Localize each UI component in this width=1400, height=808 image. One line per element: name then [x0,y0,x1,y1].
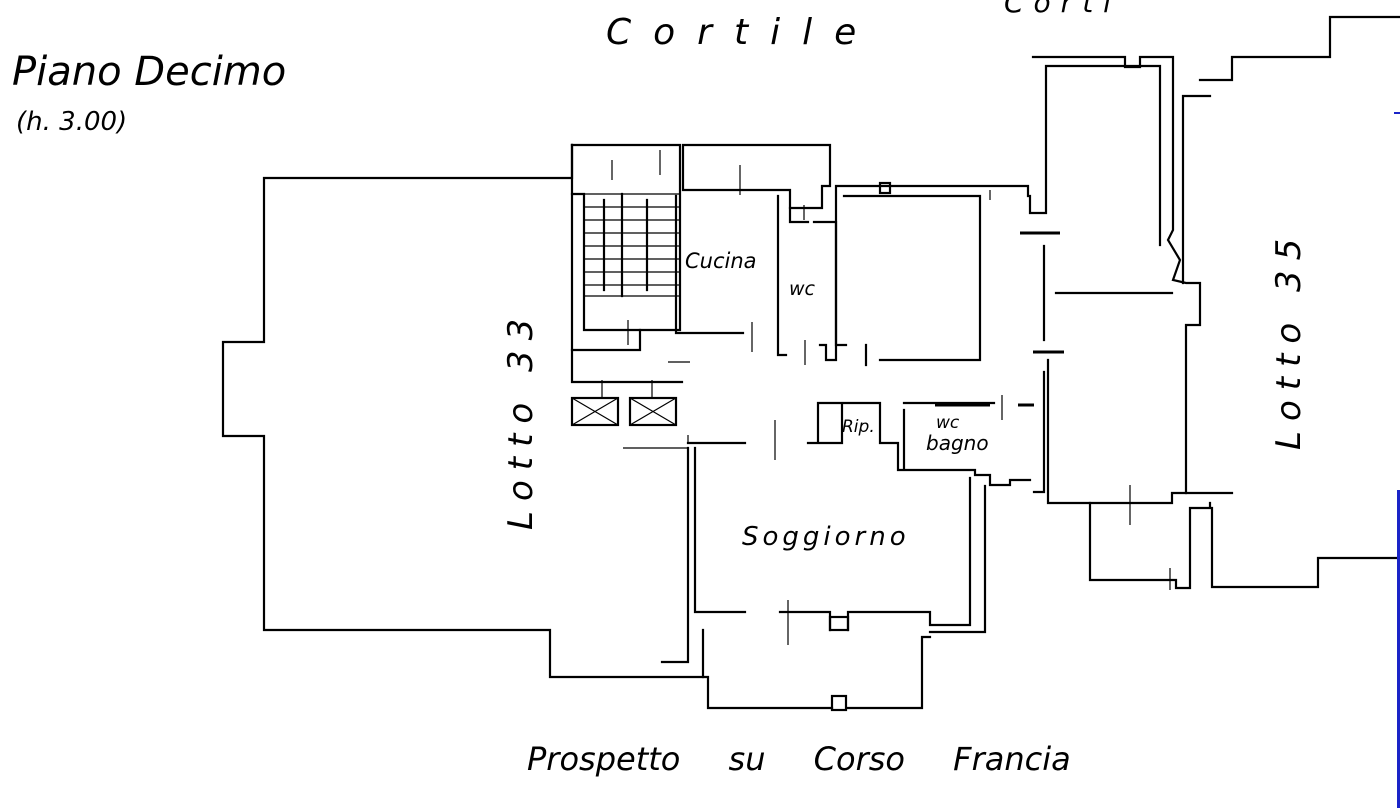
edge-accent-bar [1397,490,1400,808]
lot-33-inner-wall [660,446,690,664]
floor-height: (h. 3.00) [16,107,127,137]
edge-accent-tick [1394,112,1400,114]
wc-upper-walls [788,206,838,362]
kitchen-label: Cucina [685,249,757,273]
storage-label: Rip. [842,417,875,437]
street-elevation-label: Prospetto su Corso Francia [527,740,1071,778]
wc-lower-label: wc [936,413,960,433]
lot-33-label: Lotto 33 [501,309,541,530]
courtyard-fragment-label: Corti [1004,0,1121,19]
courtyard-label: Cortile [606,12,878,53]
lot-33-outline [221,143,705,679]
stair-core [570,143,690,384]
right-wing [1020,15,1400,590]
lift-shafts [570,380,678,427]
kitchen-walls [674,143,832,357]
wc-upper-label: wc [789,278,816,300]
bedroom-upper-walls [834,184,1030,367]
balcony [701,628,932,710]
bathroom-walls [842,401,1032,487]
lot-35-label: Lotto 35 [1269,229,1309,450]
bathroom-label: bagno [926,431,989,455]
living-room-label: Soggiorno [742,522,910,552]
floor-title: Piano Decimo [12,49,286,95]
living-room-walls [693,446,987,634]
corridor-walls [686,401,844,445]
